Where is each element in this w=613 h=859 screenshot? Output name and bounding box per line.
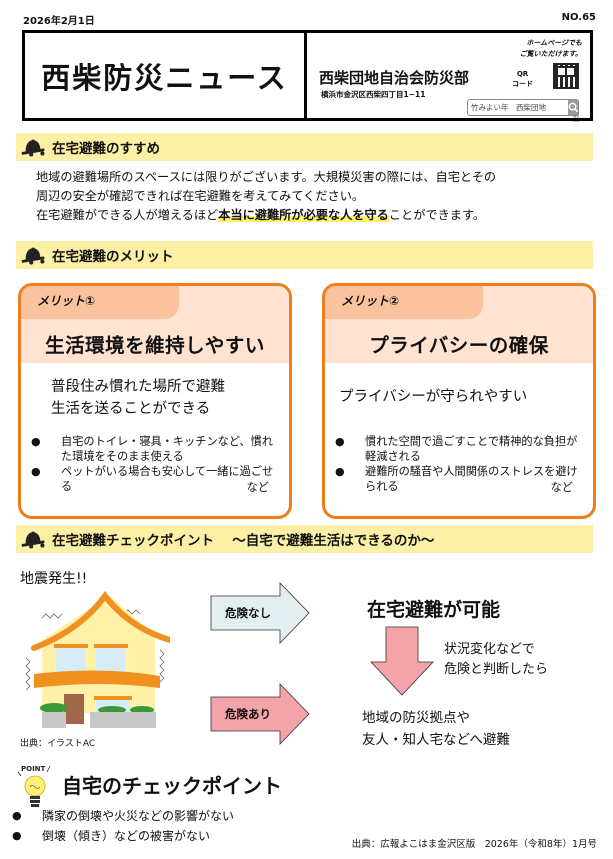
merit-tag: メリット① bbox=[37, 294, 96, 308]
danger-label: 危険あり bbox=[225, 707, 271, 721]
merit-card-tab bbox=[21, 286, 179, 319]
shaking-house-illustration bbox=[25, 591, 170, 728]
intro-line3: 在宅避難ができる人が増えるほど本当に避難所が必要な人を守ることができます。 bbox=[36, 206, 596, 225]
list-item: ● ペットがいる場合も安心して一緒に過ごせる bbox=[31, 464, 275, 494]
bullet-text: 自宅のトイレ・寝具・キッチンなど、慣れた環境をそのまま使える bbox=[61, 435, 274, 463]
intro-highlight: 本当に避難所が必要な人を守る bbox=[218, 208, 389, 222]
list-item: ● 避難所の騒音や人間関係のストレスを避けられる bbox=[335, 464, 579, 494]
section-header-recommend: 在宅避難のすすめ bbox=[16, 133, 593, 161]
condition-text: 状況変化などで 危険と判断したら bbox=[444, 640, 548, 680]
merit-bullet-list: ● 慣れた空間で過ごすことで精神的な負担が軽減される ● 避難所の騒音や人間関係のス… bbox=[335, 434, 579, 494]
intro-line3-pre: 在宅避難ができる人が増えるほど bbox=[36, 208, 219, 222]
intro-line1: 地域の避難場所のスペースには限りがございます。大規模災害の際には、自宅とその bbox=[36, 170, 497, 184]
bullet-icon: ● bbox=[335, 465, 345, 478]
bullet-icon: ● bbox=[31, 435, 41, 448]
merit-lead-line1: 普段住み慣れた場所で避難 bbox=[51, 379, 225, 395]
merit-bullet-list: ● 自宅のトイレ・寝具・キッチンなど、慣れた環境をそのまま使える ● ペットがいる場… bbox=[31, 434, 275, 494]
merit-lead-line2: 生活を送ることができる bbox=[51, 401, 211, 417]
qr-code[interactable] bbox=[553, 63, 579, 89]
merit-lead: 普段住み慣れた場所で避難 生活を送ることができる bbox=[51, 376, 279, 420]
checkpoint-text: 隣家の倒壊や火災などの影響がない bbox=[42, 809, 235, 823]
section-title: 在宅避難チェックポイント ～自宅で避難生活はできるのか～ bbox=[52, 533, 435, 549]
section-title: 在宅避難のメリット bbox=[52, 249, 174, 265]
earthquake-label: 地震発生!! bbox=[20, 571, 88, 587]
point-badge: POINT bbox=[21, 765, 46, 773]
bullet-text: ペットがいる場合も安心して一緒に過ごせる bbox=[61, 465, 274, 493]
no-danger-label: 危険なし bbox=[225, 606, 271, 620]
hand-cursor-icon: ☝ bbox=[572, 111, 580, 126]
bullet-icon: ● bbox=[12, 829, 22, 842]
section-header-merits: 在宅避難のメリット bbox=[16, 241, 593, 269]
danger-arrow: 危険あり bbox=[210, 683, 310, 745]
organization-name: 西柴団地自治会防災部 bbox=[319, 69, 470, 87]
bell-icon bbox=[21, 247, 45, 265]
merit-card-tab bbox=[325, 286, 483, 319]
qr-label-line1: QR bbox=[516, 70, 529, 78]
condition-line1: 状況変化などで bbox=[444, 642, 535, 657]
list-item: ● 隣家の倒壊や火災などの影響がない bbox=[12, 806, 234, 826]
intro-line3-post: ことができます。 bbox=[388, 208, 486, 222]
merit-card-header: メリット② プライバシーの確保 bbox=[325, 286, 593, 363]
list-item: ● 自宅のトイレ・寝具・キッチンなど、慣れた環境をそのまま使える bbox=[31, 434, 275, 464]
bullet-icon: ● bbox=[12, 809, 22, 822]
bullet-text: 慣れた空間で過ごすことで精神的な負担が軽減される bbox=[365, 435, 578, 463]
merit-heading: 生活環境を維持しやすい bbox=[45, 334, 265, 357]
merit-lead: プライバシーが守られやすい bbox=[339, 386, 583, 408]
source-credit: 出典：広報よこはま金沢区版 2026年（令和8年）1月号 bbox=[351, 839, 597, 850]
down-arrow-icon bbox=[370, 626, 434, 696]
section-title: 在宅避難のすすめ bbox=[52, 141, 160, 157]
list-item: ● 慣れた空間で過ごすことで精神的な負担が軽減される bbox=[335, 434, 579, 464]
search-icon bbox=[568, 102, 578, 113]
evacuate-line1: 地域の防災拠点や bbox=[362, 710, 470, 726]
section-header-checkpoint: 在宅避難チェックポイント ～自宅で避難生活はできるのか～ bbox=[16, 525, 593, 553]
right-arrow-icon bbox=[210, 582, 310, 644]
newsletter-title: 西柴防災ニュース bbox=[41, 60, 288, 95]
homepage-note-line1: ホームページでも bbox=[526, 39, 582, 47]
home-evacuation-possible: 在宅避難が可能 bbox=[367, 599, 501, 621]
bullet-icon: ● bbox=[335, 435, 345, 448]
intro-paragraph: 地域の避難場所のスペースには限りがございます。大規模災害の際には、自宅とその 周… bbox=[36, 168, 596, 225]
bell-icon bbox=[21, 139, 45, 157]
qr-label-line2: コード bbox=[512, 80, 533, 88]
lightbulb-point-icon: POINT bbox=[17, 765, 51, 807]
bullet-text: 避難所の騒音や人間関係のストレスを避けられる bbox=[365, 465, 578, 493]
bell-icon bbox=[21, 531, 45, 549]
issue-date: 2026年2月1日 bbox=[23, 16, 95, 27]
merit-card-1: メリット① 生活環境を維持しやすい 普段住み慣れた場所で避難 生活を送ることがで… bbox=[18, 283, 292, 519]
merit-suffix: など bbox=[246, 481, 269, 494]
newsletter-title-box: 西柴防災ニュース bbox=[22, 30, 307, 121]
evacuate-elsewhere: 地域の防災拠点や 友人・知人宅などへ避難 bbox=[362, 707, 510, 751]
merit-card-header: メリット① 生活環境を維持しやすい bbox=[21, 286, 289, 363]
intro-line2: 周辺の安全が確認できれば在宅避難を考えてみてください。 bbox=[36, 189, 365, 203]
list-item: ● 倒壊（傾き）などの被害がない bbox=[12, 826, 234, 846]
no-danger-arrow: 危険なし bbox=[210, 582, 310, 644]
search-button[interactable] bbox=[568, 100, 578, 115]
homepage-note-line2: ご覧いただけます。 bbox=[519, 50, 582, 58]
merit-tag: メリット② bbox=[341, 294, 400, 308]
homepage-note: ホームページでも ご覧いただけます。 bbox=[520, 38, 582, 60]
issue-number: NO.65 bbox=[561, 12, 596, 23]
search-input[interactable] bbox=[468, 100, 568, 115]
merit-card-2: メリット② プライバシーの確保 プライバシーが守られやすい ● 慣れた空間で過ごす… bbox=[322, 283, 596, 519]
search-box bbox=[467, 99, 579, 116]
home-checkpoint-title: 自宅のチェックポイント bbox=[62, 774, 282, 798]
merit-heading: プライバシーの確保 bbox=[369, 334, 549, 357]
merit-lead-line1: プライバシーが守られやすい bbox=[339, 389, 528, 405]
condition-line2: 危険と判断したら bbox=[444, 662, 549, 677]
merit-suffix: など bbox=[550, 481, 573, 494]
qr-label: QR コード bbox=[512, 69, 533, 89]
right-arrow-icon bbox=[210, 683, 310, 745]
checkpoint-text: 倒壊（傾き）などの被害がない bbox=[42, 829, 211, 843]
organization-address: 横浜市金沢区西柴四丁目1−11 bbox=[321, 90, 426, 99]
organization-box: ホームページでも ご覧いただけます。 西柴団地自治会防災部 横浜市金沢区西柴四丁… bbox=[305, 30, 593, 126]
illustration-credit: 出典：イラストAC bbox=[20, 739, 96, 749]
evacuate-line2: 友人・知人宅などへ避難 bbox=[362, 732, 510, 748]
bullet-icon: ● bbox=[31, 465, 41, 478]
home-checkpoint-list: ● 隣家の倒壊や火災などの影響がない ● 倒壊（傾き）などの被害がない bbox=[12, 806, 234, 846]
